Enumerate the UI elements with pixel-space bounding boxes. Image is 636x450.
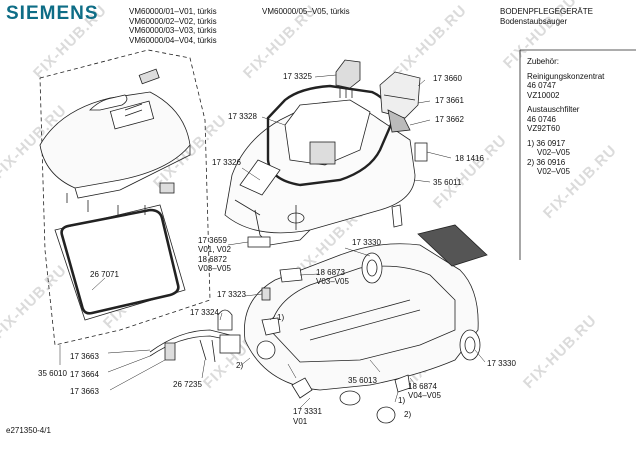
part-label: 17 3663 xyxy=(70,387,99,396)
wheel-icon xyxy=(256,252,481,424)
part-label: 17 3328 xyxy=(228,112,257,121)
lid-assembly-frame xyxy=(39,49,211,346)
part-label: 17 3324 xyxy=(190,308,219,317)
category-line: BODENPFLEGEGERÄTE xyxy=(500,7,593,16)
part-label: 1) xyxy=(398,396,406,405)
part-label: 18 6874 xyxy=(408,382,437,391)
part-label: 17 3661 xyxy=(435,96,464,105)
filter-cartridge xyxy=(379,71,421,133)
category: BODENPFLEGEGERÄTE Bodenstaubsauger xyxy=(500,7,593,26)
part-label: V01, V02 xyxy=(198,245,231,254)
accessory-line: 46 0746 xyxy=(527,114,556,124)
part-label: 18 6873 xyxy=(316,268,345,277)
part-label: 1) xyxy=(277,313,285,322)
part-label: 17 3325 xyxy=(283,72,312,81)
housing-body xyxy=(224,84,416,246)
part-label: 17 3660 xyxy=(433,74,462,83)
model-line: VM60000/03–V03, türkis xyxy=(129,26,217,35)
pump-hose xyxy=(149,329,241,363)
accessory-line: VZ92T60 xyxy=(527,124,560,133)
leader-lines xyxy=(59,74,486,409)
accessory-line: Austauschfilter xyxy=(527,105,580,114)
model-line: VM60000/01–V01, türkis xyxy=(129,7,217,16)
model-line: VM60000/04–V04, türkis xyxy=(129,35,217,45)
part-label: V01 xyxy=(293,417,308,426)
part-label: V03–V05 xyxy=(316,277,349,286)
part-label: 17 3659 xyxy=(198,236,227,245)
part-label: 26 7071 xyxy=(90,270,119,279)
accessory-line: 1) 36 0917 xyxy=(527,138,566,148)
accessories-title: Zubehör: xyxy=(527,57,560,66)
part-label: V03–V05 xyxy=(198,264,231,273)
accessory-line: Reinigungskonzentrat xyxy=(527,71,605,81)
part-label: 17 3326 xyxy=(212,158,241,167)
accessory-line: 2) 36 0916 xyxy=(527,157,566,167)
connector-part xyxy=(335,59,361,98)
filter-gasket xyxy=(54,204,186,321)
part-label: 18 6872 xyxy=(198,255,227,264)
foam-pad xyxy=(417,224,488,267)
part-label: 17 3331 xyxy=(293,407,322,416)
model-line: VM60000/02–V02, türkis xyxy=(129,16,217,26)
accessory-line: 46 0747 xyxy=(527,81,556,90)
part-label: 35 6010 xyxy=(38,369,67,378)
part-label: 2) xyxy=(236,361,244,370)
top-lid xyxy=(39,68,191,199)
part-label: 35 6013 xyxy=(348,376,377,385)
screw-icon xyxy=(66,193,146,215)
model-list: VM60000/01–V01, türkis VM60000/02–V02, t… xyxy=(129,7,217,45)
part-label: 17 3330 xyxy=(352,238,381,247)
part-label: 17 3664 xyxy=(70,370,99,379)
accessories-panel: Zubehör: Reinigungskonzentrat 46 0747 VZ… xyxy=(527,57,627,177)
accessory-line: VZ10002 xyxy=(527,90,560,100)
part-label: 17 3663 xyxy=(70,352,99,361)
model-line-mid: VM60000/05–V05, türkis xyxy=(262,7,350,16)
part-label: 17 3662 xyxy=(435,115,464,124)
part-label: 18 1416 xyxy=(455,154,484,163)
part-label: V04–V05 xyxy=(408,391,441,400)
part-label: 17 3323 xyxy=(217,290,246,299)
accessory-line: V02–V05 xyxy=(537,167,570,176)
category-line: Bodenstaubsauger xyxy=(500,16,568,26)
brand-logo: SIEMENS xyxy=(6,3,99,24)
part-label: 26 7235 xyxy=(173,380,202,389)
part-label: 35 6011 xyxy=(433,178,462,187)
document-id: e271350-4/1 xyxy=(6,426,51,435)
part-label: 2) xyxy=(404,410,412,419)
part-label: 17 3330 xyxy=(487,359,516,368)
accessory-line: V02–V05 xyxy=(537,148,570,157)
